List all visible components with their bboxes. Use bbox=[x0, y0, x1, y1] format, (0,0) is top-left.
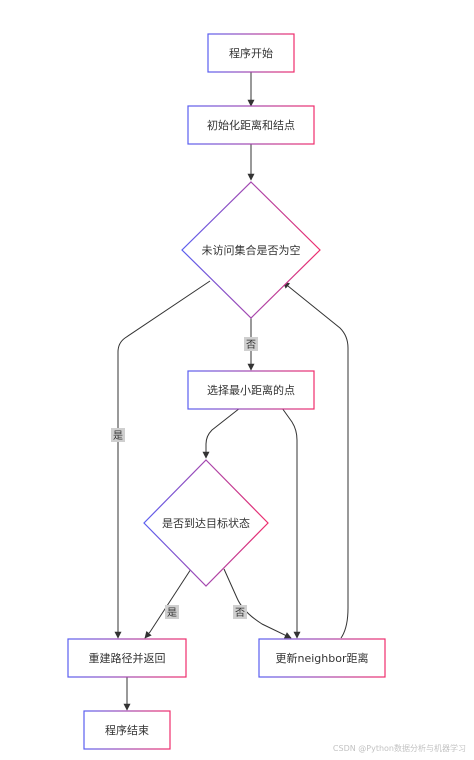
node-end-label: 程序结束 bbox=[105, 723, 149, 737]
node-update-neighbor-label: 更新neighbor距离 bbox=[276, 651, 369, 665]
edge-select-to-update bbox=[281, 407, 301, 639]
edge-select-to-target-check bbox=[202, 407, 241, 459]
node-rebuild-path-label: 重建路径并返回 bbox=[89, 651, 166, 665]
node-target-check[interactable]: 是否到达目标状态 bbox=[143, 459, 269, 587]
node-select-min[interactable]: 选择最小距离的点 bbox=[187, 370, 315, 410]
node-target-check-label: 是否到达目标状态 bbox=[162, 516, 250, 530]
edge-label-bg-target-yes bbox=[165, 605, 179, 619]
edge-label-target-no: 否 bbox=[235, 607, 245, 619]
node-end[interactable]: 程序结束 bbox=[83, 710, 171, 750]
edge-label-unvisited-no: 否 bbox=[246, 339, 256, 351]
node-rebuild-path[interactable]: 重建路径并返回 bbox=[67, 638, 187, 678]
node-init-label: 初始化距离和结点 bbox=[207, 118, 295, 132]
node-update-neighbor[interactable]: 更新neighbor距离 bbox=[258, 638, 386, 678]
node-select-min-label: 选择最小距离的点 bbox=[207, 383, 295, 397]
node-unvisited-check[interactable]: 未访问集合是否为空 bbox=[181, 181, 321, 319]
edge-label-unvisited-yes: 是 bbox=[113, 430, 123, 442]
edge-unvisited-yes bbox=[114, 280, 211, 639]
edge-target-no bbox=[223, 568, 292, 639]
edge-label-bg-unvisited-yes bbox=[111, 428, 125, 442]
edge-label-target-yes: 是 bbox=[167, 607, 177, 619]
node-start[interactable]: 程序开始 bbox=[207, 33, 295, 73]
edge-update-loop-back bbox=[282, 281, 349, 639]
watermark: CSDN @Python数据分析与机器学习 bbox=[332, 744, 466, 753]
edge-target-yes bbox=[144, 568, 192, 639]
edge-label-bg-target-no bbox=[233, 605, 247, 619]
node-init[interactable]: 初始化距离和结点 bbox=[187, 105, 315, 145]
node-start-label: 程序开始 bbox=[229, 46, 273, 60]
node-unvisited-check-label: 未访问集合是否为空 bbox=[202, 243, 301, 257]
edge-label-bg-unvisited-no bbox=[244, 337, 258, 351]
